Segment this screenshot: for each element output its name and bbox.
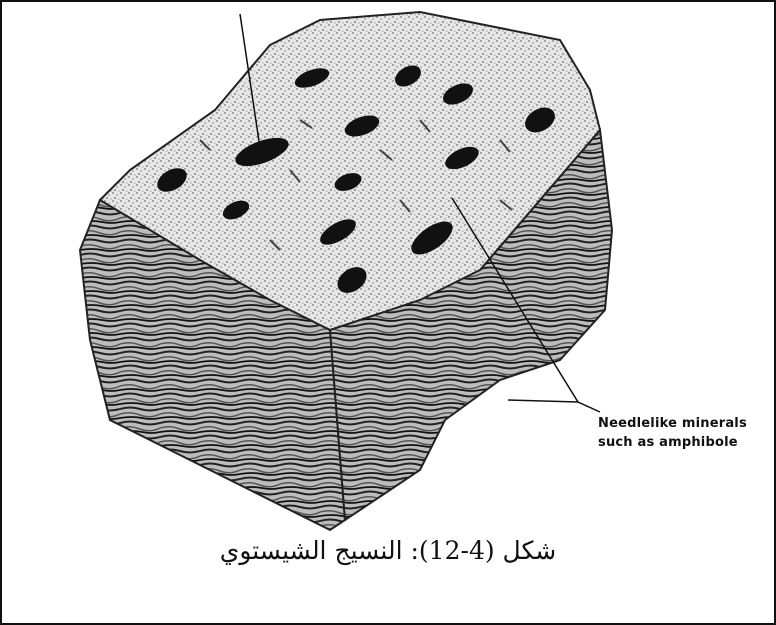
label-line-2: such as amphibole <box>598 433 776 452</box>
needlelike-minerals-label: Needlelike minerals such as amphibole <box>598 414 776 452</box>
figure-caption: شكل (4-12): النسيج الشيستوي <box>0 536 776 565</box>
needle-leader-line-2 <box>508 400 578 402</box>
label-line-1: Needlelike minerals <box>598 414 776 433</box>
